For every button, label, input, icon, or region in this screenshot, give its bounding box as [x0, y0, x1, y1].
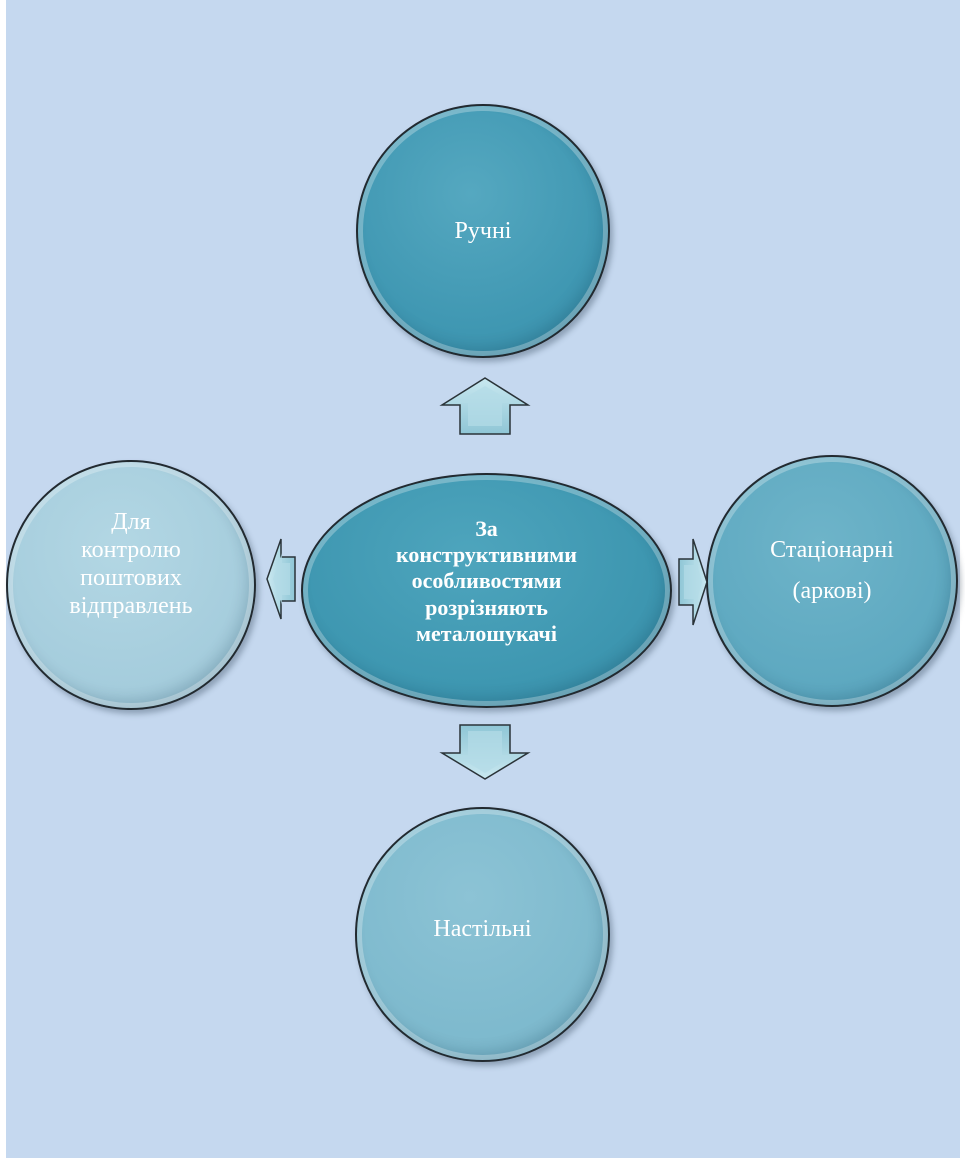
node-center-line: За: [475, 515, 498, 541]
node-center-line: особливостями: [411, 568, 562, 594]
node-stationary-line: Стаціонарні: [770, 537, 894, 564]
node-center-line: конструктивними: [396, 541, 577, 567]
arrow-up-icon: [439, 377, 531, 435]
node-postal-control-text: Для контролю поштових відправлень: [69, 509, 192, 620]
arrow-right-icon: [678, 538, 708, 626]
node-manual-text: Ручні: [455, 216, 512, 246]
node-center-line: розрізняють: [425, 594, 548, 620]
node-center-text: За конструктивними особливостями розрізн…: [357, 516, 617, 648]
arrow-down-icon: [439, 724, 531, 780]
node-desktop: Настільні: [355, 807, 610, 1062]
node-stationary-text: Стаціонарні (аркові): [770, 530, 894, 612]
node-postal-control-line: поштових: [80, 565, 182, 591]
node-postal-control-line: контролю: [81, 537, 181, 564]
node-center-line: металошукачі: [416, 621, 557, 647]
node-desktop-text: Настільні: [433, 914, 531, 944]
node-center-classification: За конструктивними особливостями розрізн…: [301, 473, 672, 708]
node-stationary-line: (аркові): [792, 578, 872, 604]
arrow-left-icon: [266, 538, 296, 620]
node-postal-control-line: Для: [111, 509, 151, 536]
node-stationary: Стаціонарні (аркові): [706, 455, 958, 707]
node-postal-control-line: відправлень: [69, 592, 193, 619]
node-desktop-line: Настільні: [433, 915, 532, 942]
node-manual-line: Ручні: [454, 218, 512, 244]
node-postal-control: Для контролю поштових відправлень: [6, 460, 256, 710]
node-manual: Ручні: [356, 104, 610, 358]
